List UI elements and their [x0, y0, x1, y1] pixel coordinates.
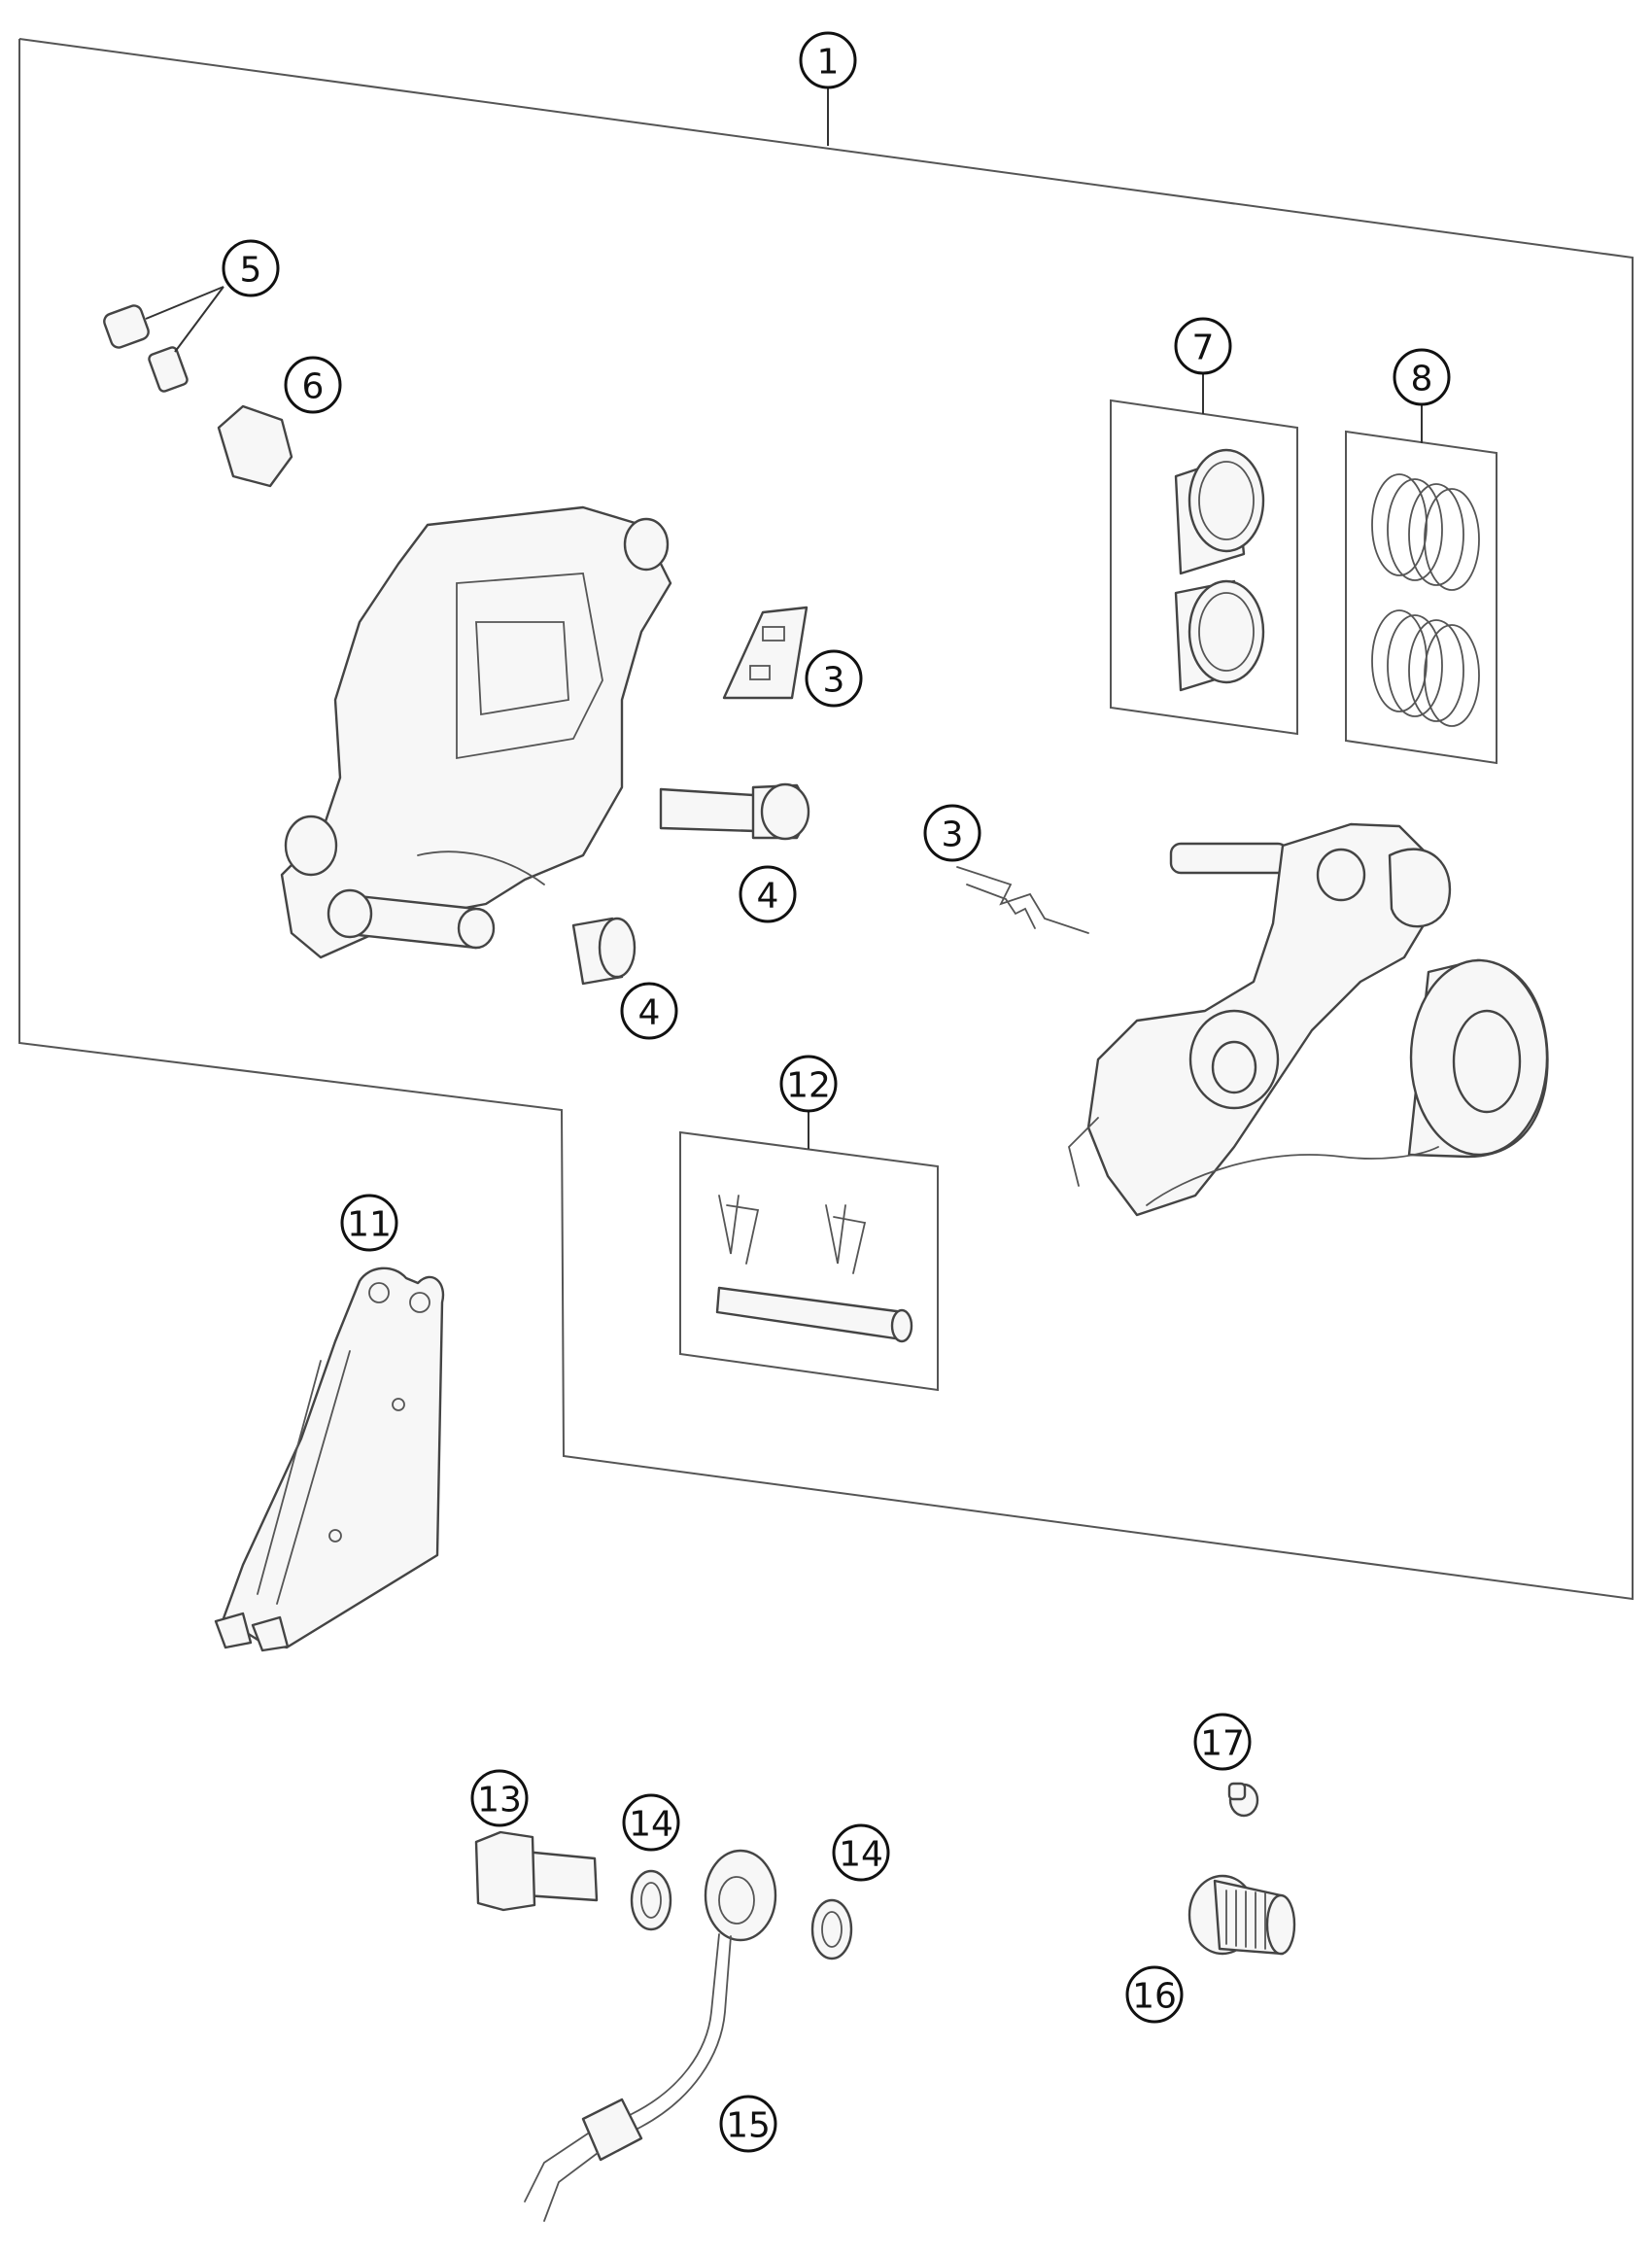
- bleed-cap: [1227, 1782, 1259, 1818]
- callout-7: 7: [1174, 317, 1232, 375]
- plug-screw: [1187, 1874, 1296, 1956]
- svg-text:4: 4: [757, 877, 779, 917]
- piston-upper: [1174, 448, 1265, 575]
- piston-seals-lower: [1371, 609, 1480, 727]
- brake-pad: [214, 1266, 445, 1652]
- pad-spring-upper: [722, 606, 809, 700]
- caliper-support-bracket: [1068, 822, 1549, 1217]
- guide-bushing: [571, 917, 637, 986]
- piston-kit-frame: [1110, 399, 1298, 736]
- sealing-washer-left: [630, 1869, 672, 1931]
- callout-12: 12: [779, 1055, 838, 1113]
- callout-4-lower: 4: [620, 982, 678, 1040]
- sealing-washer-right: [810, 1898, 853, 1960]
- pad-pin: [715, 1286, 913, 1343]
- piston-seals-upper: [1371, 473, 1480, 591]
- callout-17: 17: [1193, 1713, 1252, 1771]
- callout-16: 16: [1125, 1965, 1184, 2024]
- banjo-bolt: [474, 1830, 599, 1912]
- callout-13: 13: [470, 1769, 529, 1827]
- pad-clip-spring: [956, 866, 1089, 934]
- svg-text:1: 1: [817, 43, 840, 83]
- pin-kit-frame: [679, 1130, 939, 1392]
- piston-lower: [1174, 579, 1265, 692]
- callout-5: 5: [222, 239, 280, 297]
- svg-text:14: 14: [839, 1835, 883, 1875]
- svg-text:12: 12: [786, 1066, 831, 1106]
- bleeder-valve: [103, 286, 224, 393]
- callout-1: 1: [799, 31, 857, 89]
- svg-text:6: 6: [302, 367, 325, 407]
- caliper-body: [280, 505, 672, 959]
- svg-text:5: 5: [240, 251, 262, 291]
- callout-14-right: 14: [832, 1823, 890, 1882]
- svg-text:14: 14: [629, 1805, 673, 1845]
- svg-text:4: 4: [638, 993, 661, 1033]
- seal-kit-frame: [1345, 430, 1497, 765]
- brake-line: [524, 1849, 777, 2222]
- svg-text:8: 8: [1411, 360, 1433, 399]
- callout-14-left: 14: [622, 1793, 680, 1852]
- svg-text:17: 17: [1200, 1724, 1245, 1764]
- svg-text:3: 3: [942, 815, 964, 855]
- callout-8: 8: [1393, 348, 1451, 406]
- svg-text:15: 15: [726, 2106, 771, 2146]
- callout-11: 11: [340, 1194, 398, 1252]
- svg-text:11: 11: [347, 1205, 392, 1245]
- guide-pin: [659, 782, 810, 841]
- svg-text:7: 7: [1192, 329, 1215, 368]
- callout-6: 6: [284, 356, 342, 414]
- svg-text:3: 3: [823, 661, 845, 701]
- callout-3-upper: 3: [805, 649, 863, 708]
- callout-15: 15: [719, 2095, 777, 2153]
- svg-text:16: 16: [1132, 1977, 1177, 2017]
- svg-text:13: 13: [477, 1781, 522, 1821]
- callout-4-upper: 4: [739, 865, 797, 923]
- retaining-clips: [718, 1195, 867, 1274]
- holder-block: [217, 404, 293, 488]
- assembly-outline: [18, 38, 1634, 1601]
- callout-3-lower: 3: [923, 804, 981, 862]
